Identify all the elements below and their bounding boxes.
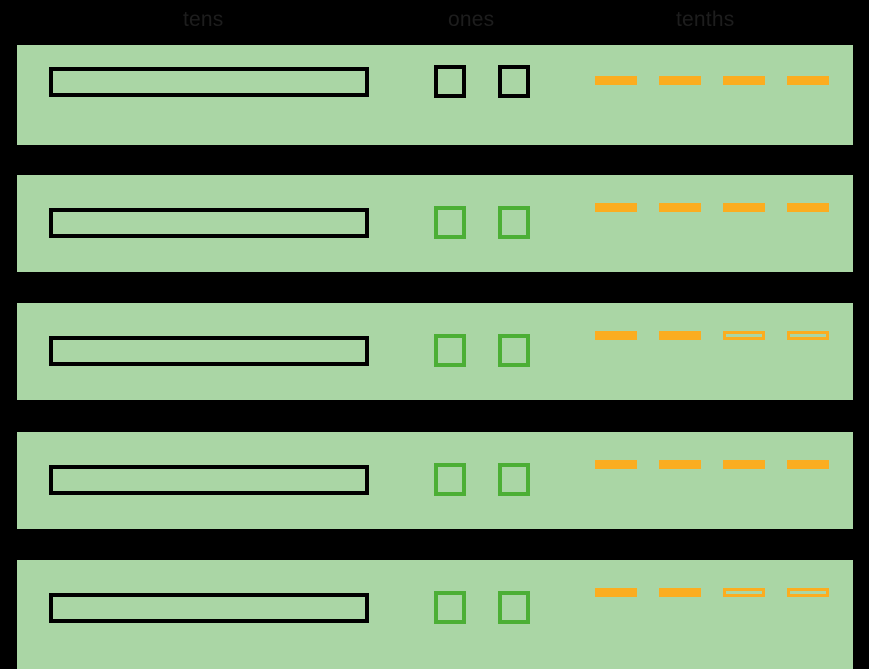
- ones-unit[interactable]: [434, 463, 466, 496]
- tenths-strip[interactable]: [723, 76, 765, 85]
- tenths-strip[interactable]: [723, 460, 765, 469]
- ones-unit[interactable]: [498, 206, 530, 239]
- tenths-strip[interactable]: [659, 588, 701, 597]
- tens-rod[interactable]: [49, 67, 369, 97]
- tenths-strip[interactable]: [723, 203, 765, 212]
- ones-unit[interactable]: [434, 206, 466, 239]
- column-header-tenths: tenths: [676, 8, 735, 31]
- tenths-strip[interactable]: [787, 203, 829, 212]
- column-headers: tens ones tenths: [0, 0, 869, 44]
- place-value-row: [17, 303, 853, 400]
- tenths-strip[interactable]: [595, 588, 637, 597]
- tenths-strip[interactable]: [787, 76, 829, 85]
- tenths-strip[interactable]: [787, 460, 829, 469]
- tenths-strip[interactable]: [787, 331, 829, 340]
- ones-unit[interactable]: [498, 591, 530, 624]
- place-value-row: [17, 45, 853, 145]
- tenths-strip[interactable]: [595, 76, 637, 85]
- tens-rod[interactable]: [49, 336, 369, 366]
- ones-unit[interactable]: [434, 334, 466, 367]
- place-value-row: [17, 175, 853, 272]
- ones-unit[interactable]: [434, 65, 466, 98]
- place-value-row: [17, 432, 853, 529]
- tenths-strip[interactable]: [659, 203, 701, 212]
- tenths-strip[interactable]: [659, 331, 701, 340]
- tenths-strip[interactable]: [595, 460, 637, 469]
- tenths-strip[interactable]: [787, 588, 829, 597]
- tenths-strip[interactable]: [659, 76, 701, 85]
- tens-rod[interactable]: [49, 208, 369, 238]
- ones-unit[interactable]: [434, 591, 466, 624]
- ones-unit[interactable]: [498, 334, 530, 367]
- tenths-strip[interactable]: [723, 588, 765, 597]
- tenths-strip[interactable]: [595, 203, 637, 212]
- tens-rod[interactable]: [49, 593, 369, 623]
- column-header-tens: tens: [183, 8, 224, 31]
- tenths-strip[interactable]: [595, 331, 637, 340]
- ones-unit[interactable]: [498, 65, 530, 98]
- column-header-ones: ones: [448, 8, 495, 31]
- place-value-row: [17, 560, 853, 669]
- tens-rod[interactable]: [49, 465, 369, 495]
- tenths-strip[interactable]: [723, 331, 765, 340]
- ones-unit[interactable]: [498, 463, 530, 496]
- tenths-strip[interactable]: [659, 460, 701, 469]
